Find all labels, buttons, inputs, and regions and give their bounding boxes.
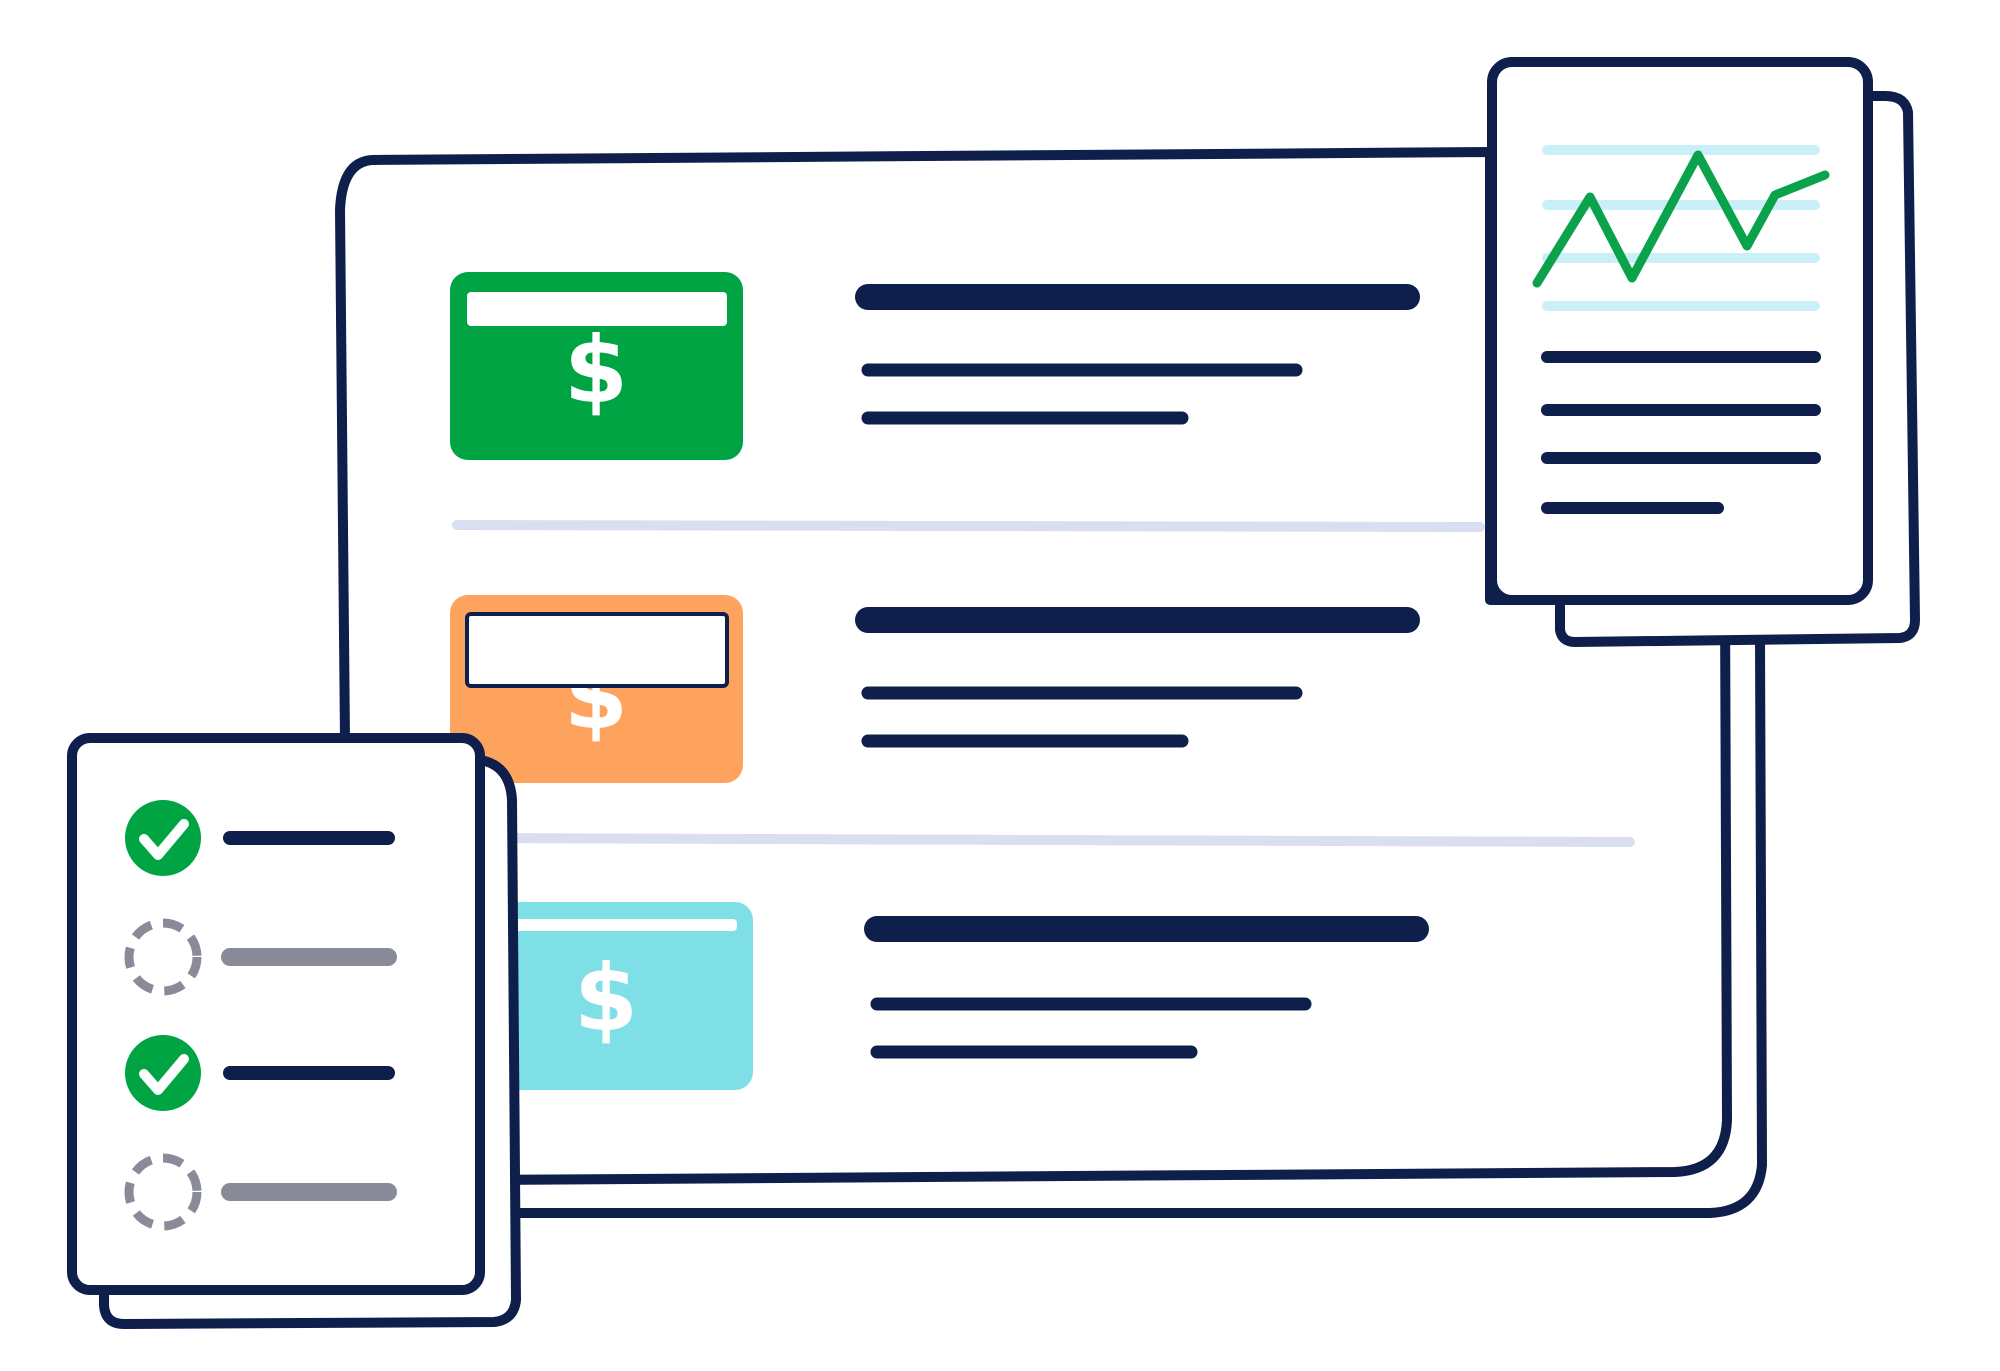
check-circle-icon xyxy=(125,1035,201,1111)
dashboard-panel-back xyxy=(495,635,1767,1218)
divider-1 xyxy=(452,520,1485,532)
checklist-item[interactable] xyxy=(125,800,395,876)
checklist-item[interactable] xyxy=(125,1035,395,1111)
card-stripe xyxy=(477,919,737,931)
row-text-lines xyxy=(864,916,1429,1059)
dollar-sign-icon: $ xyxy=(574,945,638,1052)
report-text-lines xyxy=(1541,351,1821,514)
payment-row[interactable]: $ xyxy=(450,272,1420,460)
checklist-card-front xyxy=(67,733,485,1295)
card-body-teal xyxy=(460,902,753,1090)
payment-row[interactable]: $ xyxy=(460,902,1429,1090)
check-circle-icon xyxy=(125,800,201,876)
line-chart-icon xyxy=(1532,150,1830,288)
dividers xyxy=(452,520,1635,847)
row-text-lines xyxy=(855,607,1420,748)
dashed-circle-icon xyxy=(124,1153,202,1231)
dollar-card-icon: $ xyxy=(460,902,753,1090)
report-document-front xyxy=(1487,57,1873,605)
checklist-item[interactable] xyxy=(124,918,397,996)
row-text-lines xyxy=(855,284,1420,425)
dollar-sign-icon: $ xyxy=(564,317,628,424)
card-stripe xyxy=(465,612,729,688)
payment-row[interactable]: $ xyxy=(450,595,1420,783)
checkmark xyxy=(139,1054,189,1095)
checklist-card[interactable] xyxy=(67,733,521,1329)
card-stripe xyxy=(467,292,727,326)
dollar-card-icon: $ xyxy=(450,595,743,783)
report-document[interactable] xyxy=(1487,57,1920,647)
checkmark xyxy=(139,819,189,860)
checklist-item[interactable] xyxy=(124,1153,397,1231)
dashed-circle-icon xyxy=(124,918,202,996)
divider-2 xyxy=(452,833,1635,847)
dollar-card-icon: $ xyxy=(450,272,743,460)
